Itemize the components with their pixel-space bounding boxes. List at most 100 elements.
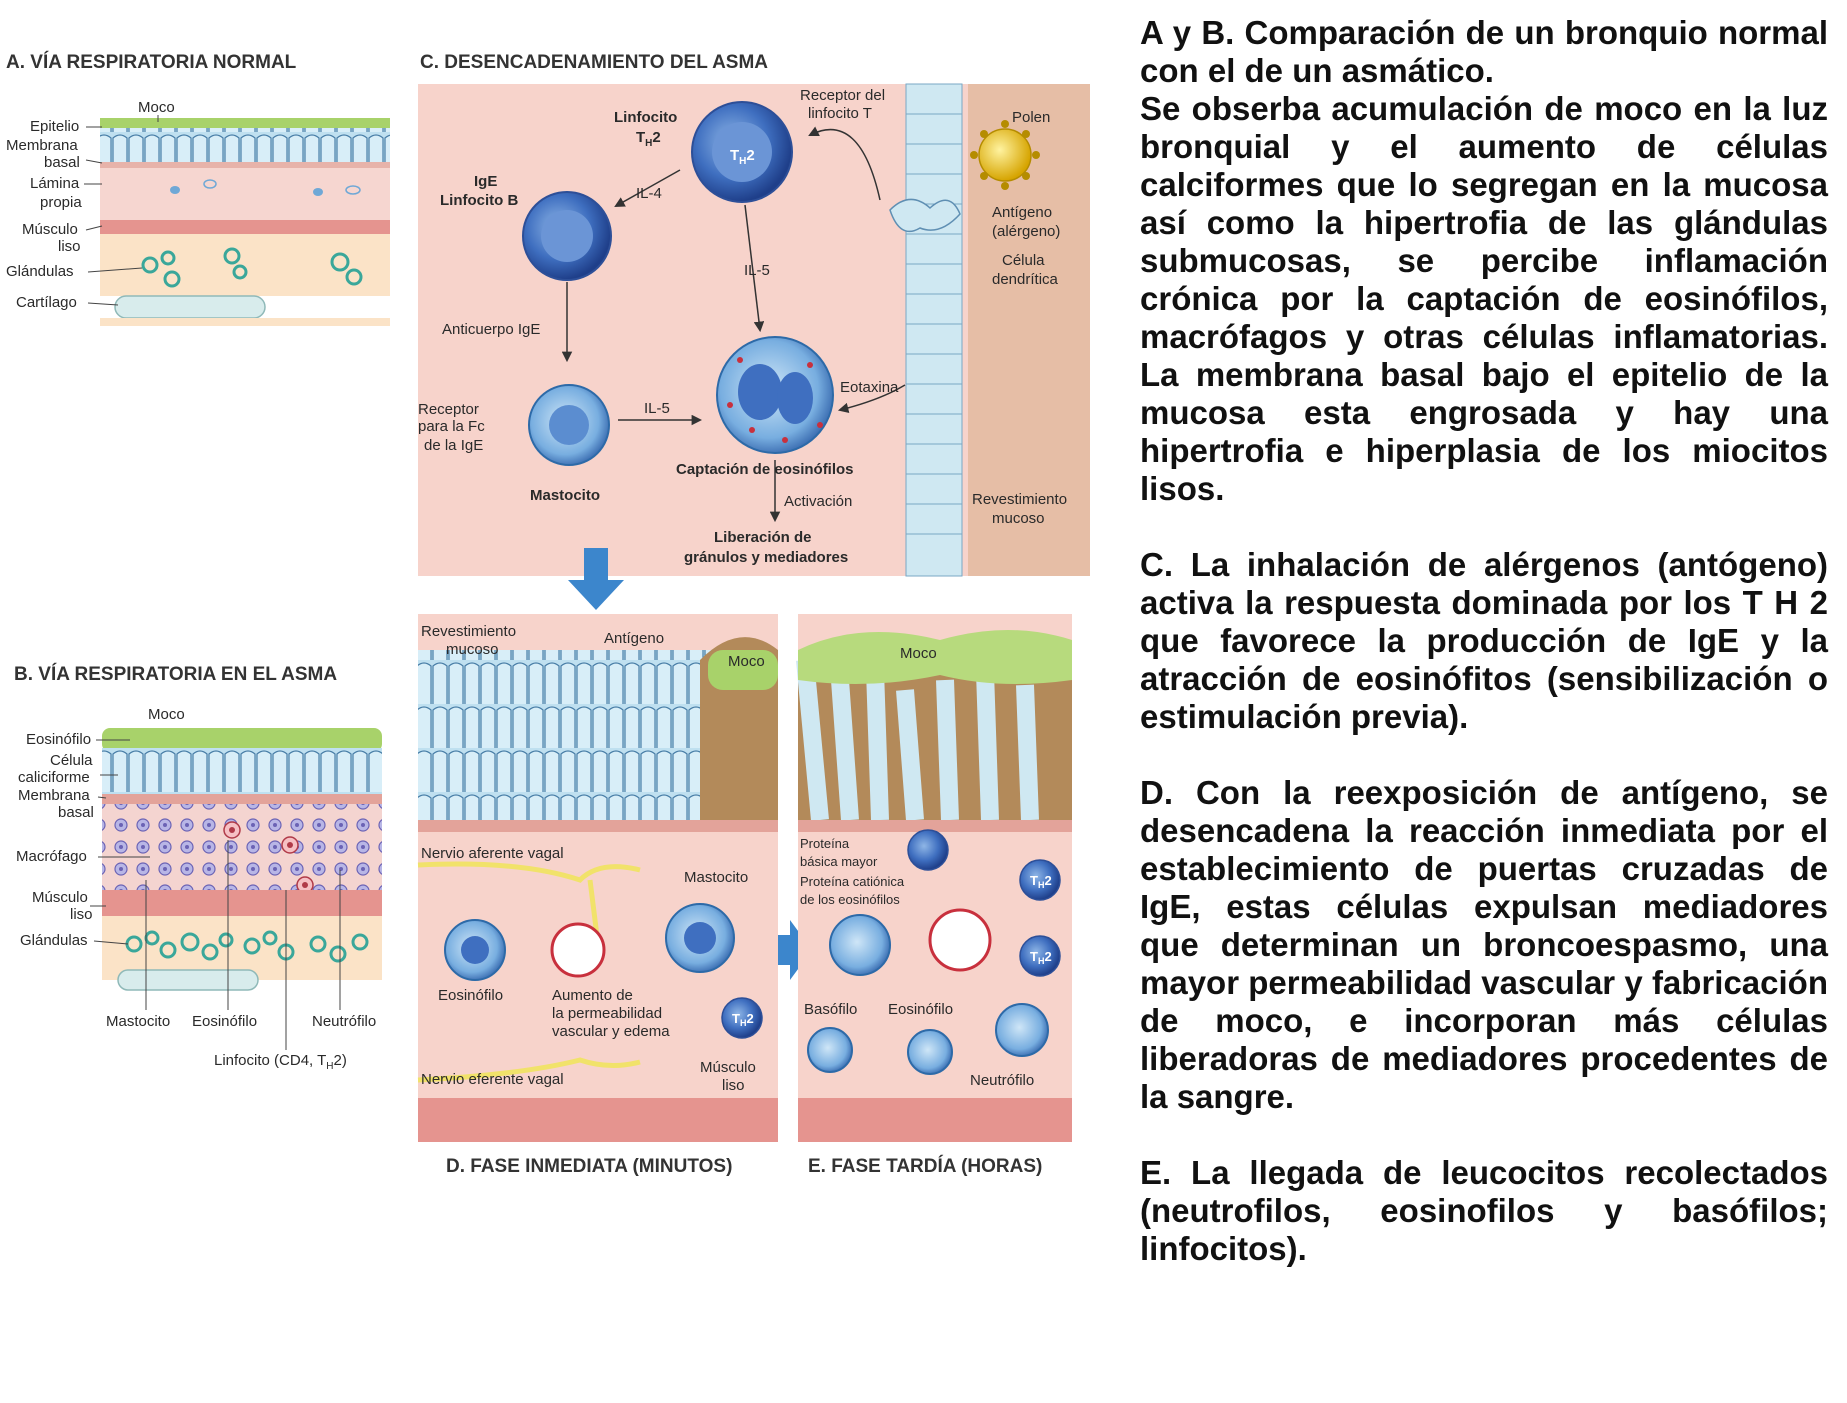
description-text: A y B. Comparación de un bronquio normal… [1140,14,1828,1268]
panel-c-labels: Linfocito TH2 Receptor del linfocito T P… [418,87,1067,566]
label-eosinofilo: Eosinófilo [438,987,503,1004]
label-neutrofilo: Neutrófilo [312,1013,376,1030]
body-ab-1: Comparación de un bronquio normal con el… [1140,14,1829,89]
label-mucoso: mucoso [992,510,1045,527]
label-musculo: Músculo [32,889,88,906]
label-liso: liso [70,906,93,923]
label-alergeno: (alérgeno) [992,223,1060,240]
asthma-diagram: A. VÍA RESPIRATORIA NORMAL Moco Epitelio… [6,51,1090,1177]
panel-d-labels: Revestimiento mucoso Antígeno Moco Nervi… [421,623,765,1094]
label-basal: basal [44,154,80,171]
panel-e-title: E. FASE TARDÍA (HORAS) [808,1155,1042,1177]
label-mastocito: Mastocito [106,1013,170,1030]
label-antigeno: Antígeno [992,204,1052,221]
label-neutrofilo: Neutrófilo [970,1072,1034,1089]
label-aumento: Aumento de [552,987,633,1004]
panel-a-title: A. VÍA RESPIRATORIA NORMAL [6,51,297,73]
label-linfocito-t: linfocito T [808,105,872,122]
label-celula: Célula [1002,252,1045,269]
label-eosinofilo: Eosinófilo [26,731,91,748]
label-mastocito: Mastocito [530,487,600,504]
label-musculo: Músculo [22,221,78,238]
label-granulos: gránulos y mediadores [684,549,848,566]
label-eosinofilos: de los eosinófilos [800,892,900,907]
paragraph-d: D. Con la reexposición de antígeno, se d… [1140,774,1828,1116]
label-antigeno: Antígeno [604,630,664,647]
label-polen: Polen [1012,109,1050,126]
label-receptor-del: Receptor del [800,87,885,104]
paragraph-e: E. La llegada de leucocitos recolectados… [1140,1154,1828,1268]
label-liso: liso [58,238,81,255]
heading-ab: A y B. [1140,14,1235,51]
label-proteina: Proteína [800,836,850,851]
panel-d-title: D. FASE INMEDIATA (MINUTOS) [446,1156,732,1177]
label-linfocito: Linfocito [614,109,677,126]
label-nervio-aferente: Nervio aferente vagal [421,845,564,862]
label-revestimiento: Revestimiento [421,623,516,640]
panel-c-title: C. DESENCADENAMIENTO DEL ASMA [420,52,768,73]
panel-d-background [417,614,778,1142]
label-captacion: Captación de eosinófilos [676,461,854,478]
label-liberacion: Liberación de [714,529,812,546]
arrow-down-icon [568,548,624,610]
label-th2-b: TH2 [1030,949,1052,966]
body-ab-2: Se obserba acumulación de moco en la luz… [1140,90,1828,507]
label-receptor: Receptor [418,401,479,418]
label-moco: Moco [728,653,765,670]
label-th2: TH2 [636,129,661,149]
paragraph-ab: A y B. Comparación de un bronquio normal… [1140,14,1828,90]
label-linfocito: Linfocito (CD4, TH2) [214,1052,347,1072]
heading-d: D. [1140,774,1173,811]
label-cationica: Proteína catiónica [800,874,905,889]
label-moco: Moco [148,706,185,723]
panel-b-title: B. VÍA RESPIRATORIA EN EL ASMA [14,663,337,685]
label-musculo: Músculo [700,1059,756,1076]
paragraph-c: C. La inhalación de alérgenos (antógeno)… [1140,546,1828,736]
label-permeabilidad: la permeabilidad [552,1005,662,1022]
label-il4: IL-4 [636,185,662,202]
label-revestimiento: Revestimiento [972,491,1067,508]
label-il5-b: IL-5 [644,400,670,417]
label-de-ige: de la IgE [424,437,483,454]
paragraph-ab-2: Se obserba acumulación de moco en la luz… [1140,90,1828,508]
label-th2: TH2 [732,1011,754,1028]
label-macrofago: Macrófago [16,848,87,865]
label-dendritica: dendrítica [992,271,1059,288]
body-e: La llegada de leucocitos recolectados (n… [1140,1154,1828,1267]
label-epitelio: Epitelio [30,118,79,135]
panel-a-airway [100,118,390,326]
label-anticuerpo: Anticuerpo IgE [442,321,540,338]
panel-e-background [796,614,1072,1142]
label-propia: propia [40,194,82,211]
th2-cell-label: TH2 [730,147,755,167]
label-th2-a: TH2 [1030,873,1052,890]
label-glandulas: Glándulas [6,263,74,280]
label-mastocito: Mastocito [684,869,748,886]
label-il5-a: IL-5 [744,262,770,279]
panel-c-cells: TH2 [522,101,1040,466]
label-celula: Célula [50,752,93,769]
label-basofilo: Basófilo [804,1001,857,1018]
label-ige: IgE [474,173,497,190]
label-para-fc: para la Fc [418,418,485,435]
panel-b-airway [102,728,382,991]
label-basal: basal [58,804,94,821]
body-c: . La inhalación de alérgenos (antógeno) … [1140,546,1828,735]
label-eosinofilo-2: Eosinófilo [192,1013,257,1030]
label-nervio-eferente: Nervio eferente vagal [421,1071,564,1088]
body-d: Con la reexposición de antígeno, se dese… [1140,774,1828,1115]
label-moco: Moco [138,99,175,116]
label-caliciforme: caliciforme [18,769,90,786]
label-eosinofilo: Eosinófilo [888,1001,953,1018]
label-cartilago: Cartílago [16,294,77,311]
panel-c-arrows [561,126,906,523]
label-membrana: Membrana [6,137,78,154]
panel-e-labels: Moco Proteína básica mayor Proteína cati… [800,645,1052,1089]
label-linfocito-b: Linfocito B [440,192,518,209]
label-moco: Moco [900,645,937,662]
label-activacion: Activación [784,493,852,510]
label-eotaxina: Eotaxina [840,379,899,396]
label-lamina: Lámina [30,175,80,192]
heading-c: C [1140,546,1164,583]
label-glandulas: Glándulas [20,932,88,949]
